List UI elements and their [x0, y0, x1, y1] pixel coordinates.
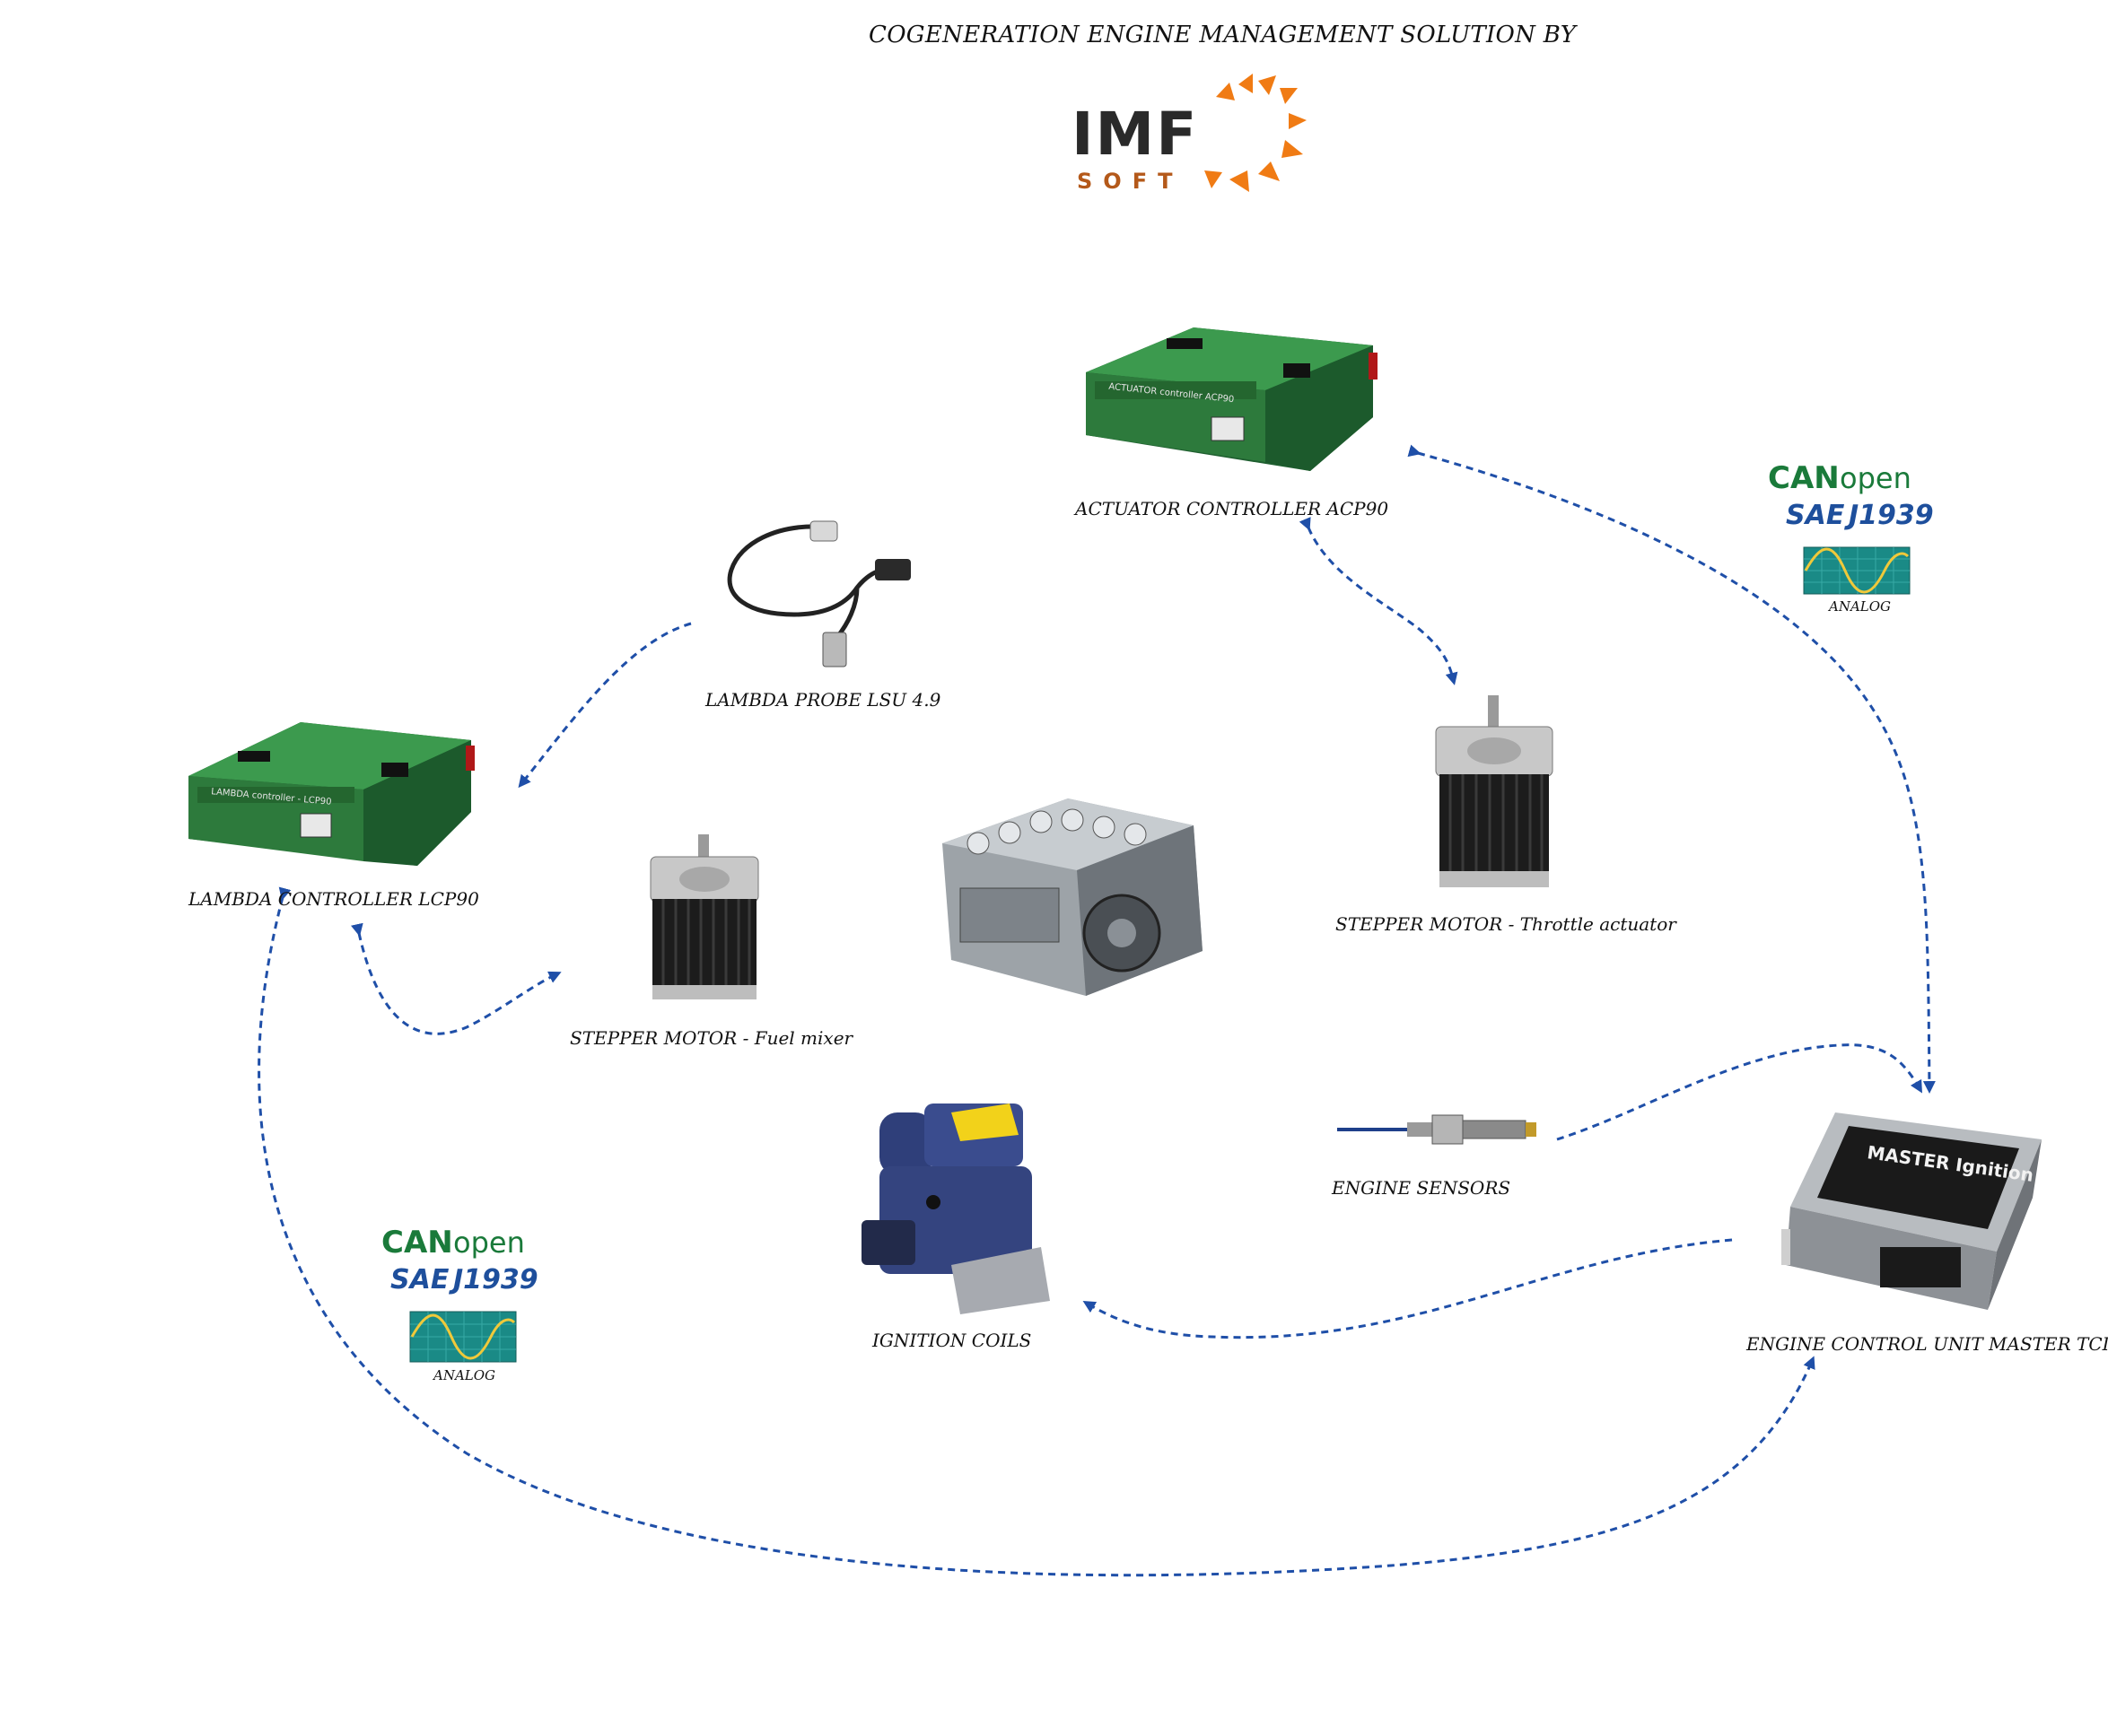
analog-label-bottom: ANALOG	[433, 1367, 496, 1383]
lambda-probe-device	[722, 516, 929, 673]
j1939-text: J1939	[1844, 500, 1934, 531]
logo-sun-icon: IMF SOFT	[1071, 74, 1307, 194]
protocol-logos: CAN open SAE J1939	[381, 1225, 538, 1363]
arrow-probe-to-lambda	[518, 622, 692, 789]
ignition-coil-icon	[862, 1104, 1050, 1314]
stepper-fuel-device	[642, 834, 767, 1005]
protocols-top: CAN open SAE J1939 ANALOG	[1759, 458, 1938, 619]
stepper-motor-icon	[1435, 695, 1553, 887]
lambda-probe-label: LAMBDA PROBE LSU 4.9	[705, 689, 941, 711]
j1939-text: J1939	[449, 1264, 538, 1295]
analog-label-top: ANALOG	[1829, 598, 1892, 615]
arrow-actuator-to-ecu	[1407, 444, 1936, 1094]
engine-icon	[942, 798, 1203, 996]
imf-soft-logo: IMF SOFT	[1068, 65, 1337, 199]
ignition-coils-label: IGNITION COILS	[872, 1330, 1032, 1351]
lambda-controller-device: LAMBDA controller - LCP90	[184, 713, 475, 870]
lambda-probe-icon	[727, 520, 911, 667]
page-title: COGENERATION ENGINE MANAGEMENT SOLUTION …	[869, 22, 1577, 48]
arrow-ecu-to-ignition	[1082, 1238, 1733, 1339]
actuator-controller-label: ACTUATOR CONTROLLER ACP90	[1075, 498, 1389, 519]
canopen-can-text: CAN	[381, 1225, 453, 1261]
logo-soft-text: SOFT	[1077, 169, 1183, 194]
sensor-icon	[1337, 1114, 1536, 1145]
canopen-open-text: open	[453, 1226, 525, 1260]
engine-sensors-label: ENGINE SENSORS	[1332, 1177, 1511, 1199]
canopen-open-text: open	[1840, 461, 1911, 495]
stepper-fuel-label: STEPPER MOTOR - Fuel mixer	[570, 1027, 853, 1049]
sae-text: SAE	[1786, 500, 1845, 531]
lambda-controller-label: LAMBDA CONTROLLER LCP90	[188, 888, 479, 910]
arrow-actuator-to-throttle	[1299, 517, 1458, 685]
stepper-throttle-device	[1427, 695, 1561, 893]
arrow-lambda-to-fuel-stepper	[350, 922, 562, 1035]
protocols-bottom: CAN open SAE J1939 ANALOG	[372, 1222, 552, 1383]
engine-device	[924, 781, 1220, 1005]
canopen-can-text: CAN	[1768, 460, 1840, 496]
logo-imf-text: IMF	[1071, 100, 1198, 169]
controller-icon	[1086, 327, 1378, 471]
controller-icon	[188, 722, 475, 866]
ecu-icon	[1781, 1112, 2042, 1310]
ignition-coils-device	[844, 1086, 1059, 1319]
stepper-motor-icon	[650, 834, 759, 999]
ecu-device: MASTER Ignition	[1781, 1108, 2051, 1314]
sae-text: SAE	[390, 1264, 450, 1295]
ecu-label: ENGINE CONTROL UNIT MASTER TCI	[1746, 1333, 2108, 1355]
stepper-throttle-label: STEPPER MOTOR - Throttle actuator	[1335, 913, 1676, 935]
protocol-logos: CAN open SAE J1939	[1768, 460, 1934, 595]
actuator-controller-device: ACTUATOR controller ACP90	[1077, 318, 1382, 475]
engine-sensors-device	[1337, 1108, 1539, 1153]
